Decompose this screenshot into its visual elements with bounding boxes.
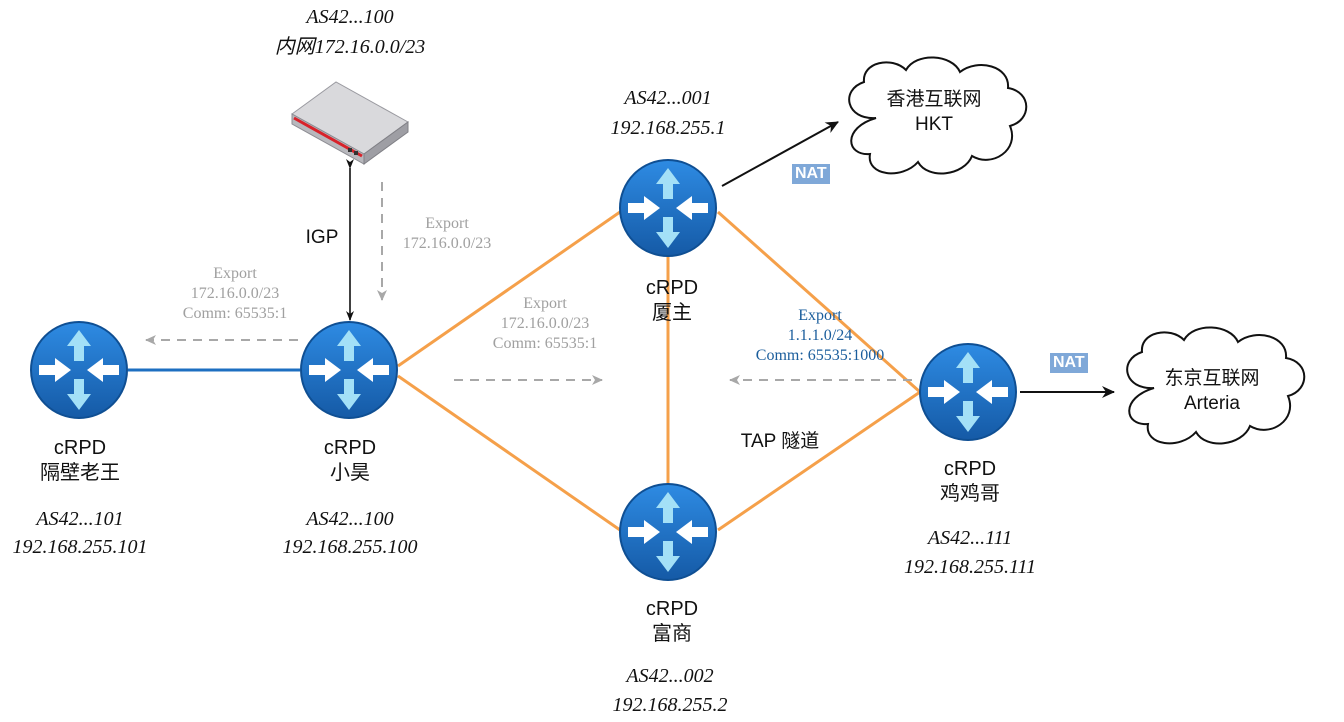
router-ji-as: AS42...111 — [927, 527, 1013, 549]
router-wu-name: cRPD 小昊 — [324, 436, 376, 486]
router-wu-name1: cRPD — [323, 437, 377, 459]
export-ji-label: Export 1.1.1.0/24 Comm: 65535:1000 — [756, 306, 884, 366]
router-icon-ji — [919, 343, 1017, 441]
router-ji-name2: 鸡鸡哥 — [940, 483, 1000, 505]
router-ji-name: cRPD 鸡鸡哥 — [940, 457, 1000, 507]
export-ji-l1: Export — [798, 307, 842, 324]
router-wang-name: cRPD 隔壁老王 — [40, 436, 120, 486]
export-down-l1: Export — [425, 215, 469, 232]
cloud-hkt-label: 香港互联网 HKT — [886, 88, 981, 137]
export-down-label: Export 172.16.0.0/23 — [403, 214, 491, 254]
router-wang-as: AS42...101 — [36, 508, 124, 530]
router-wang-name1: cRPD — [53, 437, 107, 459]
export-ji-l2: 1.1.1.0/24 — [787, 327, 853, 344]
router-xia-ip: 192.168.255.1 — [610, 117, 726, 139]
export-down-l2: 172.16.0.0/23 — [402, 235, 492, 252]
cloud-hkt-line1: 香港互联网 — [886, 89, 982, 110]
router-fu-name2: 富商 — [651, 623, 692, 645]
link-fu-ji — [717, 390, 921, 532]
export-left-label: Export 172.16.0.0/23 Comm: 65535:1 — [183, 264, 287, 324]
cloud-icon-hkt — [848, 56, 1028, 175]
router-xia-name2: 厦主 — [651, 302, 692, 324]
cloud-arteria-line2: Arteria — [1184, 392, 1240, 414]
router-xia-name1: cRPD — [645, 277, 699, 299]
router-xia-name: cRPD 厦主 — [646, 276, 698, 326]
router-icon-wu — [300, 321, 398, 419]
server-appliance-icon — [291, 81, 409, 165]
tap-tunnel-label: TAP 隧道 — [740, 431, 820, 452]
router-ji-name1: cRPD — [943, 458, 997, 480]
router-icon-wang — [30, 321, 128, 419]
link-xia-ji — [717, 210, 921, 394]
export-left-l2: 172.16.0.0/23 — [190, 285, 280, 302]
router-icon-xia — [619, 159, 717, 257]
export-left-l3: Comm: 65535:1 — [182, 305, 288, 322]
router-fu-name: cRPD 富商 — [646, 597, 698, 647]
nat-badge-hkt: NAT — [792, 164, 830, 184]
router-fu-ip: 192.168.255.2 — [612, 694, 728, 716]
router-wang-ip: 192.168.255.101 — [12, 536, 148, 558]
router-wu-ip: 192.168.255.100 — [282, 536, 418, 558]
router-icon-fu — [619, 483, 717, 581]
nat-badge-arteria: NAT — [1050, 353, 1088, 373]
link-wu-xia — [397, 210, 621, 368]
arrow-to-hkt — [721, 121, 839, 187]
router-wang-name2: 隔壁老王 — [40, 462, 120, 484]
router-ji-ip: 192.168.255.111 — [903, 556, 1037, 578]
top-device-as: AS42...100 — [306, 6, 394, 28]
router-wu-name2: 小昊 — [329, 462, 370, 484]
export-right-l3: Comm: 65535:1 — [492, 335, 598, 352]
router-fu-name1: cRPD — [645, 598, 699, 620]
export-left-l1: Export — [213, 265, 257, 282]
export-right-label: Export 172.16.0.0/23 Comm: 65535:1 — [493, 294, 597, 354]
cloud-hkt-line2: HKT — [914, 113, 953, 135]
export-right-l1: Export — [523, 295, 567, 312]
cloud-arteria-line1: 东京互联网 — [1164, 368, 1260, 389]
router-xia-as: AS42...001 — [624, 87, 712, 109]
cloud-icon-arteria — [1126, 326, 1306, 445]
top-device-network: 内网172.16.0.0/23 — [274, 36, 426, 58]
igp-label: IGP — [305, 227, 339, 248]
export-right-l2: 172.16.0.0/23 — [500, 315, 590, 332]
cloud-arteria-label: 东京互联网 Arteria — [1164, 367, 1259, 416]
export-ji-l3: Comm: 65535:1000 — [755, 347, 885, 364]
router-wu-as: AS42...100 — [306, 508, 394, 530]
router-fu-as: AS42...002 — [626, 665, 714, 687]
link-wu-fu — [397, 374, 621, 532]
